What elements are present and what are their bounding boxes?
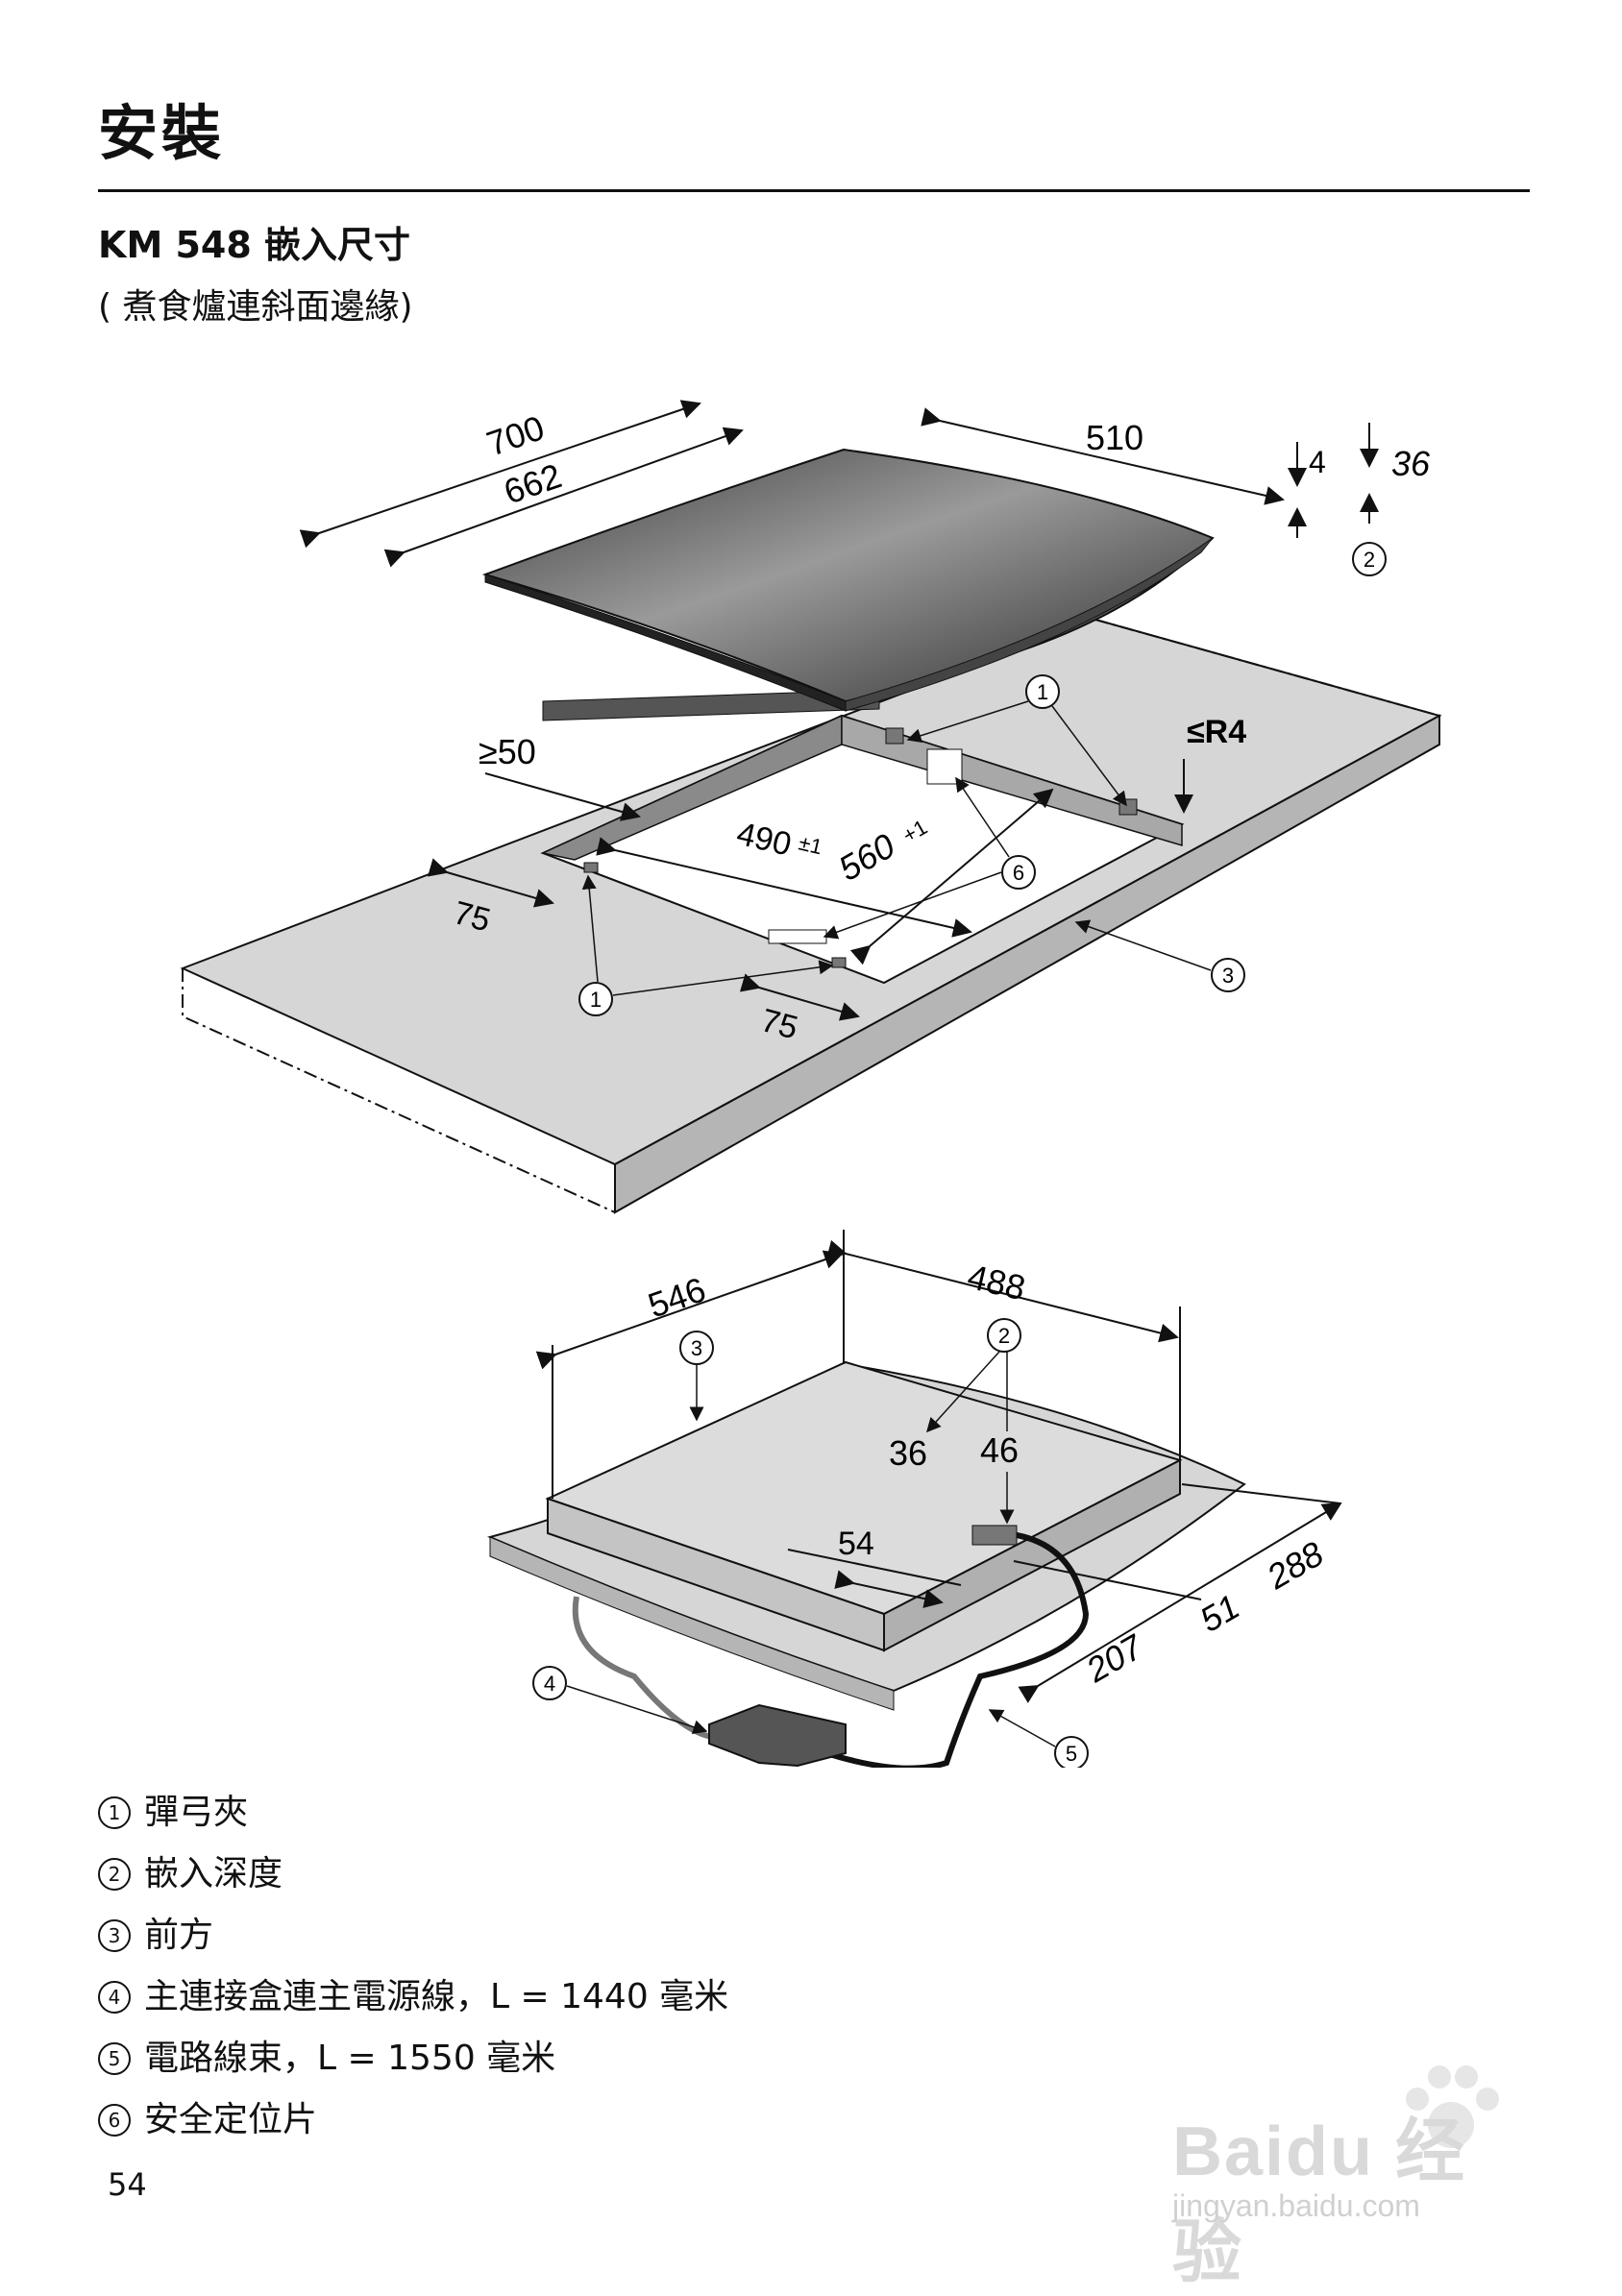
svg-text:1: 1: [590, 988, 602, 1012]
spring-clip-icon: [583, 727, 1138, 968]
svg-text:4: 4: [544, 1672, 555, 1696]
callout-5-bottom: 5: [988, 1709, 1089, 1768]
title-divider: [98, 189, 1530, 192]
paw-icon: [1406, 2065, 1499, 2148]
legend-text-6: 安全定位片: [144, 2100, 318, 2139]
legend-text-4: 主連接盒連主電源線，L = 1440 毫米: [144, 1977, 729, 2016]
bottom-dimension-lines: [535, 1230, 1342, 1703]
callout-3-top: 3: [1074, 919, 1245, 992]
watermark-brand: Baidu 经验: [1172, 2113, 1467, 2291]
section-note: ( 煮食爐連斜面邊緣): [98, 287, 413, 327]
page-number: 54: [108, 2166, 147, 2203]
top-dimension-lines: [299, 400, 1379, 1021]
callout-number-4: 4: [98, 1981, 131, 2014]
watermark: Baidu 经验 jingyan.baidu.com: [1105, 2065, 1528, 2291]
dim-r4-label: ≤R4: [1187, 714, 1246, 750]
svg-text:2: 2: [1364, 548, 1375, 572]
svg-text:2: 2: [998, 1324, 1010, 1348]
installation-diagram: 700 662 510 4 36 ≥50 ≤R4 490 ±1 560 +1 7…: [180, 400, 1442, 1768]
callout-number-6: 6: [98, 2104, 131, 2137]
watermark-site: jingyan.baidu.com: [1172, 2188, 1420, 2223]
svg-text:5: 5: [1066, 1742, 1077, 1766]
dim-662-label: 662: [499, 455, 566, 511]
svg-text:1: 1: [1037, 680, 1048, 704]
page-title: 安裝: [98, 98, 226, 168]
callout-2-top: 2: [1352, 542, 1387, 576]
callout-6-top: 6: [823, 776, 1036, 940]
svg-text:6: 6: [1013, 861, 1024, 885]
dim-min50-label: ≥50: [479, 732, 536, 771]
dim-46-bottom-label: 46: [980, 1430, 1019, 1470]
dim-700-label: 700: [481, 407, 549, 463]
legend-item-6: 6 安全定位片: [98, 2089, 728, 2151]
legend-item-4: 4 主連接盒連主電源線，L = 1440 毫米: [98, 1966, 728, 2028]
dim-36-bottom-label: 36: [889, 1433, 927, 1473]
callout-number-2: 2: [98, 1858, 131, 1891]
legend-text-2: 嵌入深度: [144, 1854, 283, 1893]
dim-36-label: 36: [1391, 444, 1431, 483]
callout-4-bottom: 4: [532, 1666, 708, 1734]
legend-item-5: 5 電路線束，L = 1550 毫米: [98, 2028, 728, 2089]
dim-51-label: 51: [1193, 1586, 1246, 1640]
callout-1-bottom: 1: [578, 874, 834, 1016]
legend-text-1: 彈弓夾: [144, 1793, 249, 1832]
callout-number-5: 5: [98, 2042, 131, 2075]
callout-2-bottom: 2: [925, 1318, 1021, 1525]
connection-box: [708, 1703, 847, 1768]
svg-text:3: 3: [1222, 964, 1234, 988]
callout-3-bottom: 3: [679, 1331, 714, 1422]
legend-text-5: 電路線束，L = 1550 毫米: [144, 2039, 556, 2078]
legend-item-3: 3 前方: [98, 1905, 728, 1966]
callout-number-1: 1: [98, 1796, 131, 1829]
dim-510-label: 510: [1086, 418, 1143, 457]
dim-4-label: 4: [1309, 445, 1326, 479]
dim-488-label: 488: [964, 1257, 1029, 1307]
dim-54-label: 54: [838, 1526, 874, 1562]
legend-text-3: 前方: [144, 1916, 214, 1955]
dim-207-label: 207: [1079, 1625, 1151, 1690]
legend-item-2: 2 嵌入深度: [98, 1844, 728, 1905]
dim-546-label: 546: [643, 1269, 710, 1325]
section-subtitle: KM 548 嵌入尺寸: [98, 224, 411, 266]
svg-text:3: 3: [691, 1336, 702, 1360]
legend-item-1: 1 彈弓夾: [98, 1782, 728, 1844]
callout-1-top: 1: [906, 674, 1127, 807]
dim-288-label: 288: [1260, 1533, 1330, 1597]
dim-490-tol-label: ±1: [797, 831, 824, 860]
callout-number-3: 3: [98, 1919, 131, 1952]
